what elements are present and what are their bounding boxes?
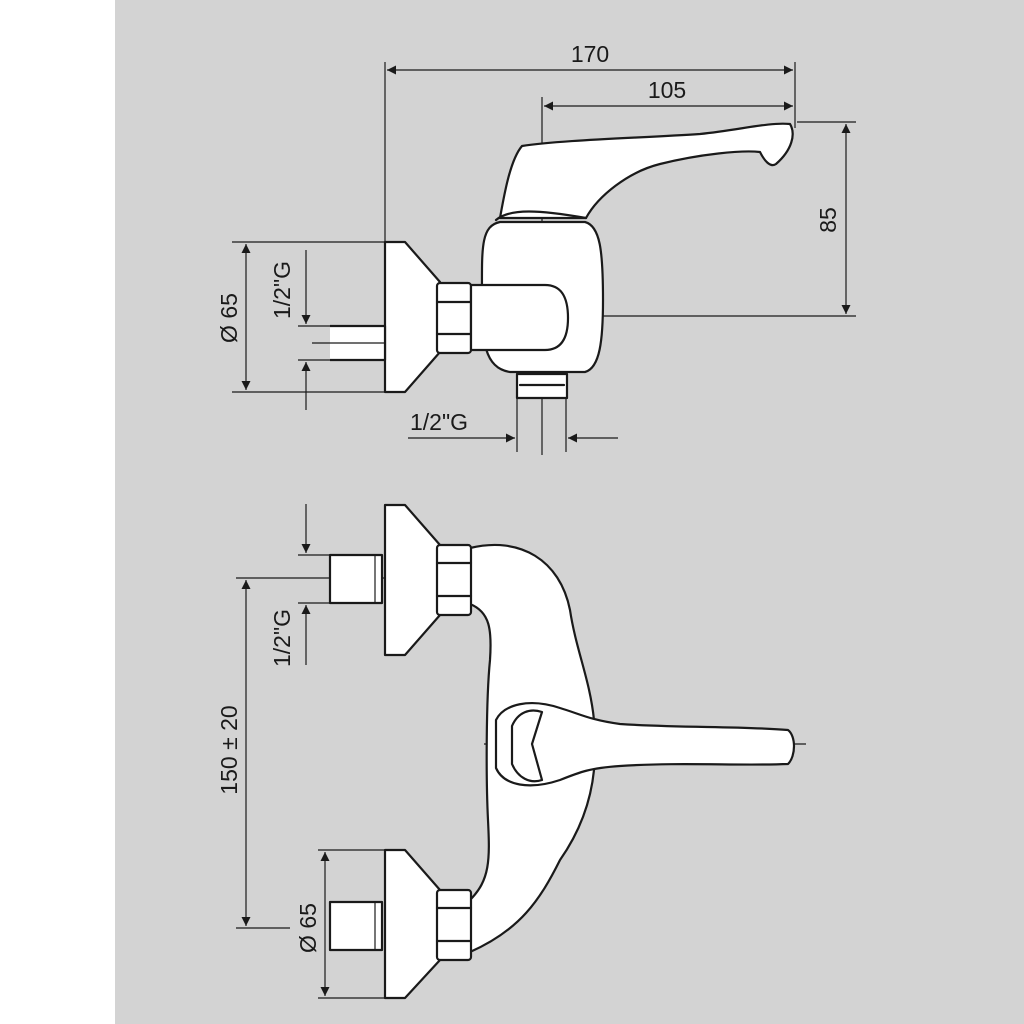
lever-handle-front <box>494 702 796 787</box>
dim-flange-diameter: Ø 65 <box>216 293 242 343</box>
lower-flange <box>383 848 442 1000</box>
dim-spout-length: 105 <box>648 77 686 103</box>
dim-height: 85 <box>815 207 841 233</box>
lever-base-line <box>494 210 588 222</box>
wall-flange <box>383 240 442 394</box>
hex-nut <box>435 281 473 355</box>
dim-outlet-thread: 1/2"G <box>410 409 468 435</box>
front-view: 1/2"G 150 ± 20 Ø 65 <box>216 503 806 1000</box>
lever-handle <box>498 122 794 220</box>
lower-inlet-pipe <box>328 900 384 952</box>
lower-hex-nut <box>435 888 473 962</box>
upper-hex-nut <box>435 543 473 617</box>
dim-center-distance: 150 ± 20 <box>216 705 242 794</box>
lever-hub <box>510 709 544 783</box>
upper-flange <box>383 503 442 657</box>
dim-front-inlet-thread: 1/2"G <box>269 609 295 667</box>
top-view: 170 105 85 Ø 65 1/2"G 1/2"G <box>216 41 856 455</box>
body-arm <box>469 283 570 352</box>
dim-inlet-thread: 1/2"G <box>269 261 295 319</box>
dim-overall-length: 170 <box>571 41 609 67</box>
dim-front-flange-diameter: Ø 65 <box>295 903 321 953</box>
upper-inlet-pipe <box>328 553 384 605</box>
